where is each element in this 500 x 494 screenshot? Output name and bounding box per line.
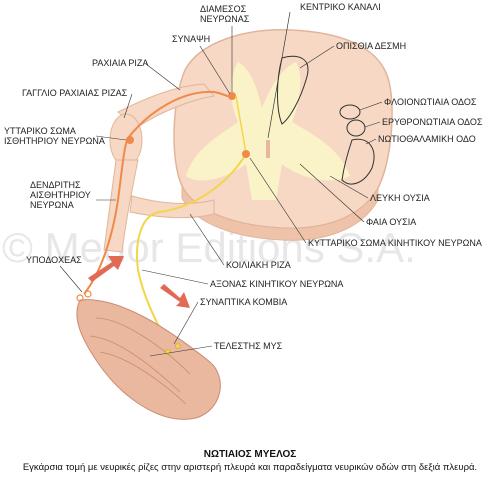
watermark: © Medor Editions S.A. — [2, 224, 416, 271]
leader-ventral-root — [189, 213, 225, 266]
corticospinal-tract — [339, 104, 361, 120]
label-sensory-dendrite-line1: ΔΕΝΔΡΙΤΗΣ — [30, 180, 81, 190]
labels: ΚΕΝΤΡΙΚΟ ΚΑΝΑΛΙ ΔΙΑΜΕΣΟΣ ΝΕΥΡΩΝΑΣ ΣΥΝΑΨΗ… — [4, 2, 483, 357]
label-dorsal-root-ganglion: ΓΑΓΓΛΙΟ ΡΑΧΙΑΙΑΣ ΡΙΖΑΣ — [22, 88, 128, 98]
caption-text: Εγκάρσια τομή με νευρικές ρίζες στην αρι… — [22, 462, 478, 473]
label-corticospinal-tract: ΦΛΟΙΟΝΩΤΙΑΙΑ ΟΔΟΣ — [384, 97, 477, 107]
sensory-cell-body — [126, 136, 134, 144]
leader-dorsal-root-ganglion — [123, 93, 133, 119]
label-white-matter: ΛΕΥΚΗ ΟΥΣΙΑ — [370, 193, 430, 203]
label-gray-matter: ΦΑΙΑ ΟΥΣΙΑ — [366, 217, 416, 227]
label-posterior-column: ΟΠΙΣΘΙΑ ΔΕΣΜΗ — [336, 41, 406, 51]
label-spinothalamic-tract: ΝΩΤΙΟΘΑΛΑΜΙΚΗ ΟΔΟ — [378, 134, 476, 144]
label-interneuron-line2: ΝΕΥΡΩΝΑΣ — [200, 14, 250, 24]
leader-dorsal-root — [145, 63, 181, 91]
spinal-cord-section — [173, 11, 393, 241]
leader-receptors — [59, 265, 83, 293]
leader-white-matter — [329, 175, 369, 199]
label-dorsal-root: ΡΑΧΙΑΙΑ ΡΙΖΑ — [92, 58, 148, 68]
synaptic-knob — [165, 349, 171, 355]
spinothalamic-tract — [341, 138, 375, 185]
effector-muscle — [76, 299, 221, 420]
motor-direction-arrow — [160, 284, 190, 308]
leader-corticospinal — [359, 101, 383, 111]
muscle-striation — [89, 317, 191, 405]
label-receptors: ΥΠΟΔΟΧΕΑΣ — [26, 255, 82, 265]
posterior-column-tract — [277, 55, 309, 125]
caption-title: ΝΩΤΙΑΙΟΣ ΜΥΕΛΟΣ — [203, 449, 297, 460]
leader-synaptic-knobs — [173, 301, 199, 345]
leader-gray-matter — [299, 163, 365, 223]
label-sensory-dendrite-line3: ΝΕΥΡΩΝΑ — [30, 200, 74, 210]
label-synapse: ΣΥΝΑΨΗ — [172, 34, 210, 44]
spinal-cord-depth — [181, 185, 379, 241]
label-motor-axon: ΑΞΟΝΑΣ ΚΙΝΗΤΙΚΟΥ ΝΕΥΡΩΝΑ — [210, 279, 343, 289]
label-sensory-cell-body: ΥΤΤΑΡΙΚΟ ΣΩΜΑ ΙΣΘΗΤΗΡΙΟΥ ΝΕΥΡΩΝΑ — [4, 126, 105, 146]
leader-spinothalamic — [365, 138, 377, 145]
synaptic-knob — [175, 343, 181, 349]
label-rubrospinal-tract: ΕΡΥΘΡΟΝΩΤΙΑΙΑ ΟΔΟΣ — [382, 117, 483, 127]
motor-nerve-fiber — [136, 153, 247, 351]
label-ventral-root: ΚΟΙΛΙΑΚΗ ΡΙΖΑ — [226, 260, 291, 270]
leader-motor-cell-body — [249, 157, 307, 244]
label-effector-muscle: ΤΕΛΕΣΤΗΣ ΜΥΣ — [214, 341, 283, 351]
label-interneuron-line1: ΔΙΑΜΕΣΟΣ — [200, 4, 247, 14]
label-sensory-dendrite-line2: ΑΙΣΘΗΤΗΡΙΟΥ — [30, 190, 91, 200]
receptor — [76, 294, 84, 302]
leader-effector-muscle — [149, 345, 213, 357]
sensory-direction-arrow — [88, 256, 124, 282]
label-sensory-cell-body-line2: ΙΣΘΗΤΗΡΙΟΥ ΝΕΥΡΩΝΑ — [4, 136, 105, 146]
motor-cell-body — [242, 150, 250, 158]
label-sensory-cell-body-line1: ΥΤΤΑΡΙΚΟ ΣΩΜΑ — [4, 126, 76, 136]
rubrospinal-tract — [346, 119, 366, 137]
gray-matter-region — [186, 62, 350, 200]
leader-motor-axon — [141, 269, 209, 285]
spinal-cord-diagram: © Medor Editions S.A. — [2, 2, 483, 420]
central-canal — [266, 140, 270, 158]
label-sensory-dendrite: ΔΕΝΔΡΙΤΗΣ ΑΙΣΘΗΤΗΡΙΟΥ ΝΕΥΡΩΝΑ — [30, 180, 93, 210]
leader-sensory-cell-body — [95, 135, 127, 141]
label-central-canal: ΚΕΝΤΡΙΚΟ ΚΑΝΑΛΙ — [300, 2, 381, 12]
leader-rubrospinal — [364, 121, 381, 128]
label-synaptic-knobs: ΣΥΝΑΠΤΙΚΑ ΚΟΜΒΙΑ — [200, 297, 287, 307]
label-motor-cell-body: ΚΥΤΤΑΡΙΚΟ ΣΩΜΑ ΚΙΝΗΤΙΚΟΥ ΝΕΥΡΩΝΑ — [308, 238, 482, 248]
leader-posterior-column — [299, 45, 335, 69]
label-interneuron: ΔΙΑΜΕΣΟΣ ΝΕΥΡΩΝΑΣ — [200, 4, 250, 24]
leader-synapse — [199, 45, 231, 95]
receptor — [84, 290, 92, 298]
